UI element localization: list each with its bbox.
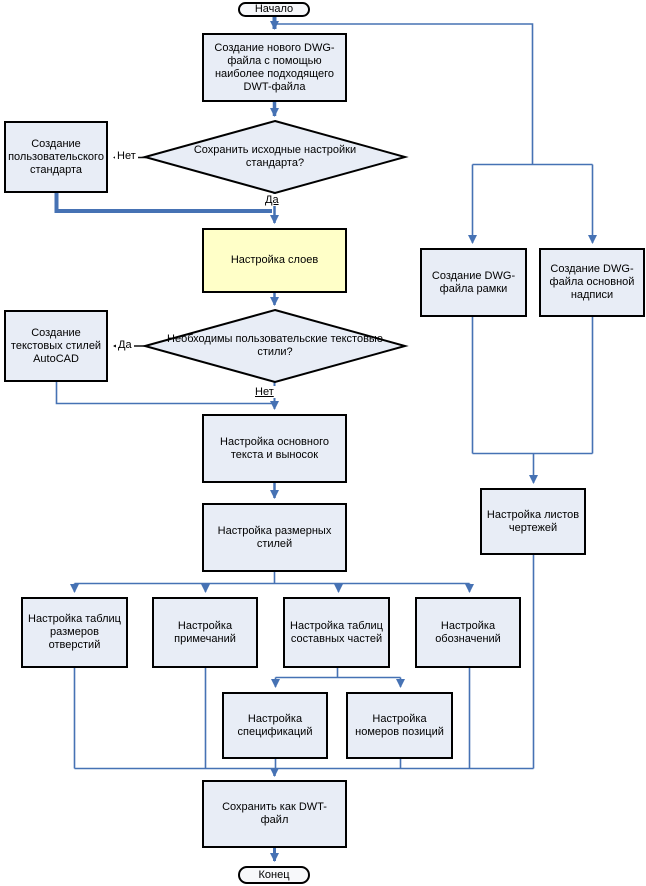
process-custom-standard: Создание пользовательского стандарта [4, 121, 108, 193]
edge-parts-split [275, 668, 401, 679]
process-symbols: Настройка обозначений [415, 597, 521, 668]
decision-need-styles-shape [141, 308, 409, 384]
process-main-text: Настройка основного текста и выносок [202, 414, 347, 483]
process-hole-tables: Настройка таблиц размеров отверстий [21, 597, 128, 668]
process-layers: Настройка слоев [202, 228, 347, 293]
process-dwg-title-block: Создание DWG-файла основной надписи [539, 248, 645, 317]
process-save-dwt: Сохранить как DWT-файл [202, 780, 347, 848]
decision-need-styles-label: Необходимы пользовательские текстовые ст… [167, 333, 383, 358]
process-specs: Настройка спецификаций [222, 692, 328, 759]
process-sheets: Настройка листов чертежей [480, 488, 586, 555]
edge-label-no-2: Нет [253, 386, 276, 398]
edge-label-yes-1: Да [263, 194, 281, 206]
terminator-start: Начало [238, 2, 310, 17]
process-item-numbers: Настройка номеров позиций [346, 692, 453, 759]
edge-rightcol-join [471, 317, 594, 455]
edge-textstyles-merge [55, 382, 275, 405]
process-text-styles: Создание текстовых стилей AutoCAD [4, 310, 108, 382]
process-parts-tables: Настройка таблиц составных частей [283, 597, 390, 668]
process-dim-styles: Настройка размерных стилей [202, 503, 347, 572]
edge-branch-right [274, 23, 593, 166]
terminator-end: Конец [238, 866, 310, 884]
edge-collector-drops [73, 668, 471, 769]
edge-label-no-1: Нет [115, 150, 138, 162]
process-notes: Настройка примечаний [152, 597, 258, 668]
edge-customstd-merge [54, 193, 272, 213]
decision-keep-settings-shape [141, 119, 409, 195]
process-dwg-frame: Создание DWG-файла рамки [420, 248, 527, 317]
edge-label-yes-2: Да [116, 339, 134, 351]
decision-keep-settings-label: Сохранить исходные настройки стандарта? [193, 144, 357, 169]
process-create-dwg: Создание нового DWG-файла с помощью наиб… [202, 33, 347, 102]
edge-dims-split [74, 572, 470, 585]
